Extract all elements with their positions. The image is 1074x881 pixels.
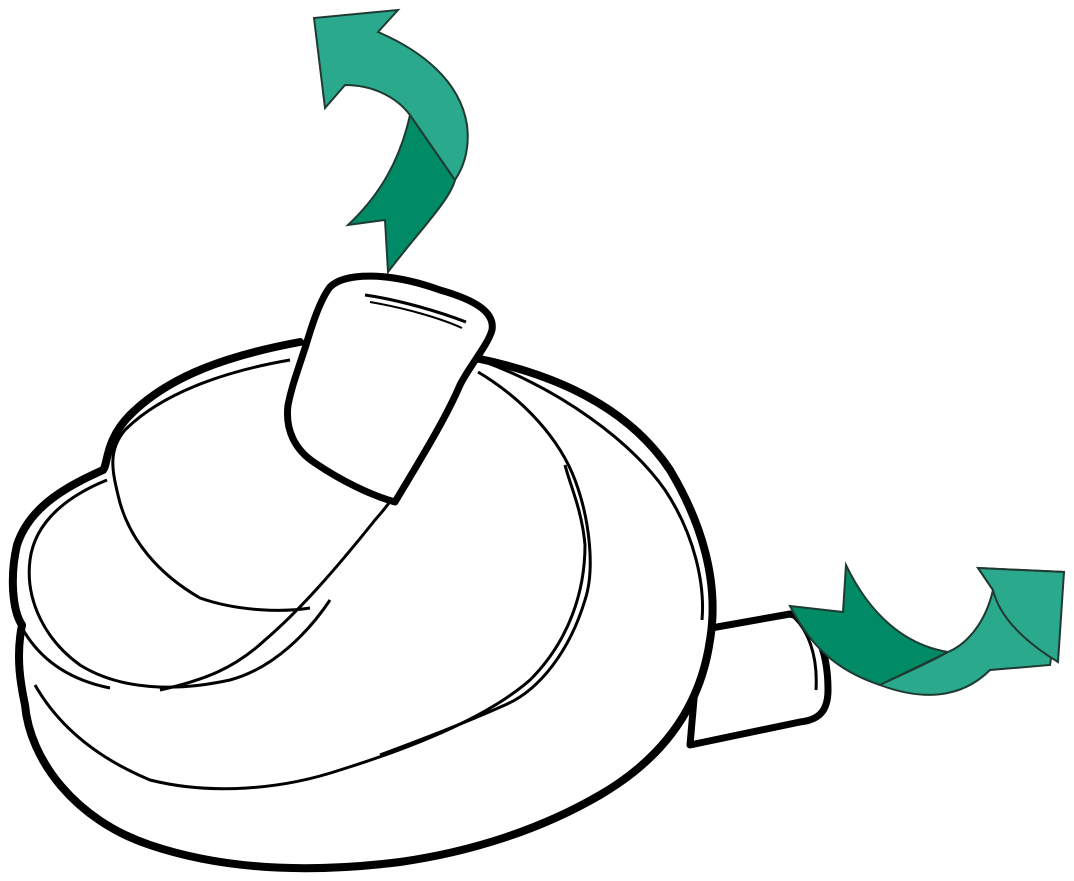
- top-arrow-light-face: [314, 10, 468, 180]
- right-curved-arrow-icon: [790, 565, 1064, 695]
- top-curved-arrow-icon: [314, 10, 468, 272]
